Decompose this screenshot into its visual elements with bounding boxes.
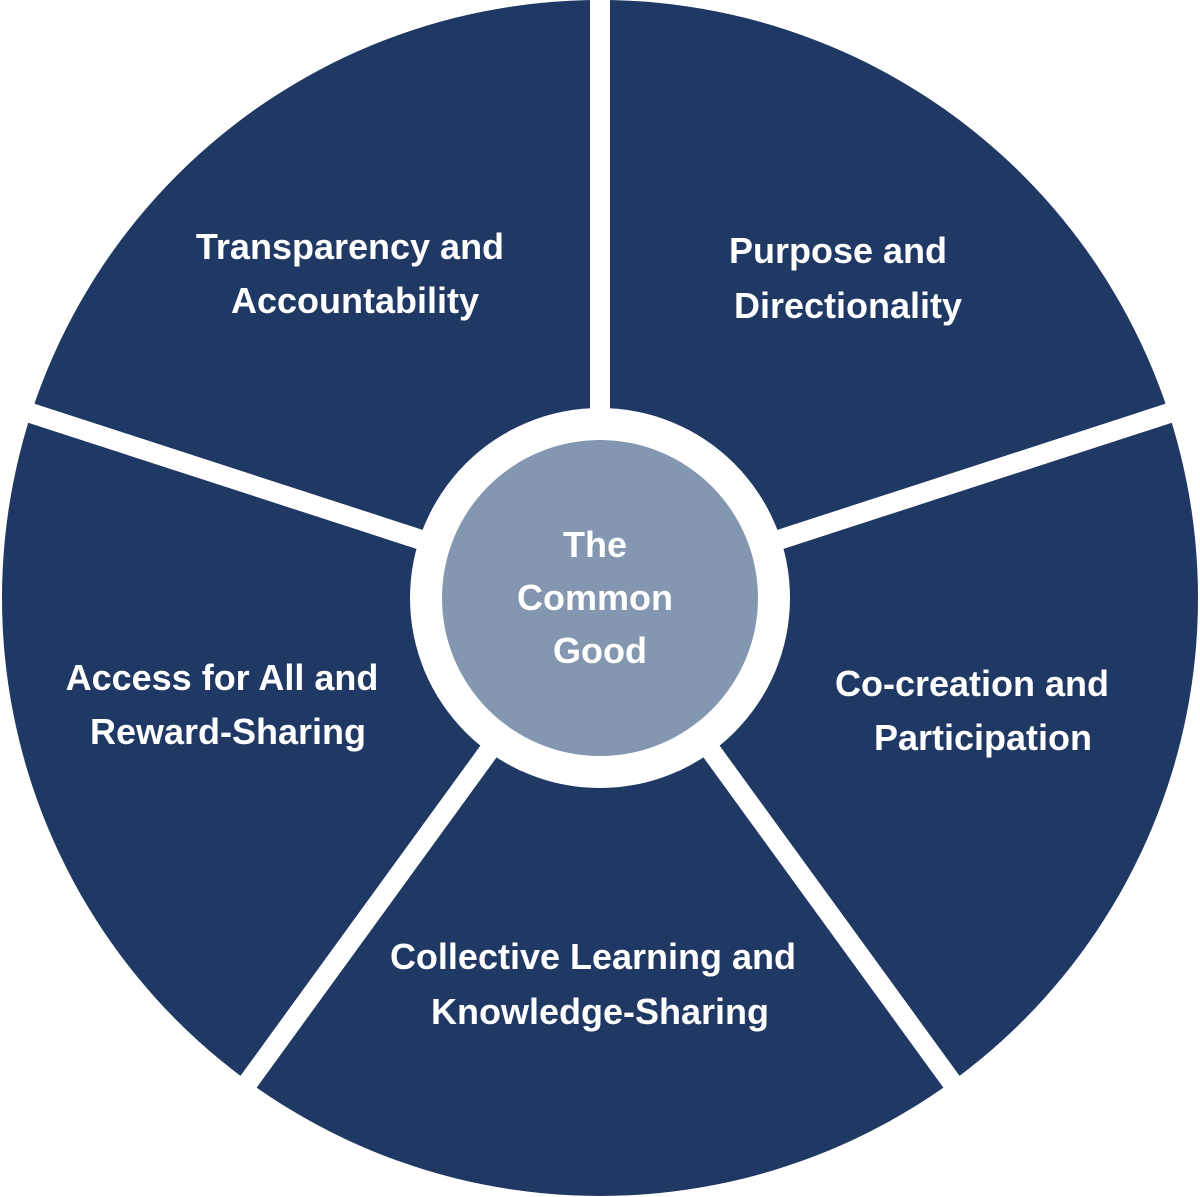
center-hub (442, 440, 758, 756)
segment-label-co-creation-participation: Co-creation and Participation (835, 663, 1119, 758)
segment-label-transparency-accountability: Transparency and Accountability (196, 226, 514, 321)
segment-label-purpose-directionality: Purpose and Directionality (729, 230, 962, 326)
segment-label-access-reward-sharing: Access for All and Reward-Sharing (66, 657, 389, 752)
segment-label-collective-learning-knowledge-sharing: Collective Learning and Knowledge-Sharin… (390, 936, 806, 1032)
center-label: The Common Good (517, 524, 683, 671)
